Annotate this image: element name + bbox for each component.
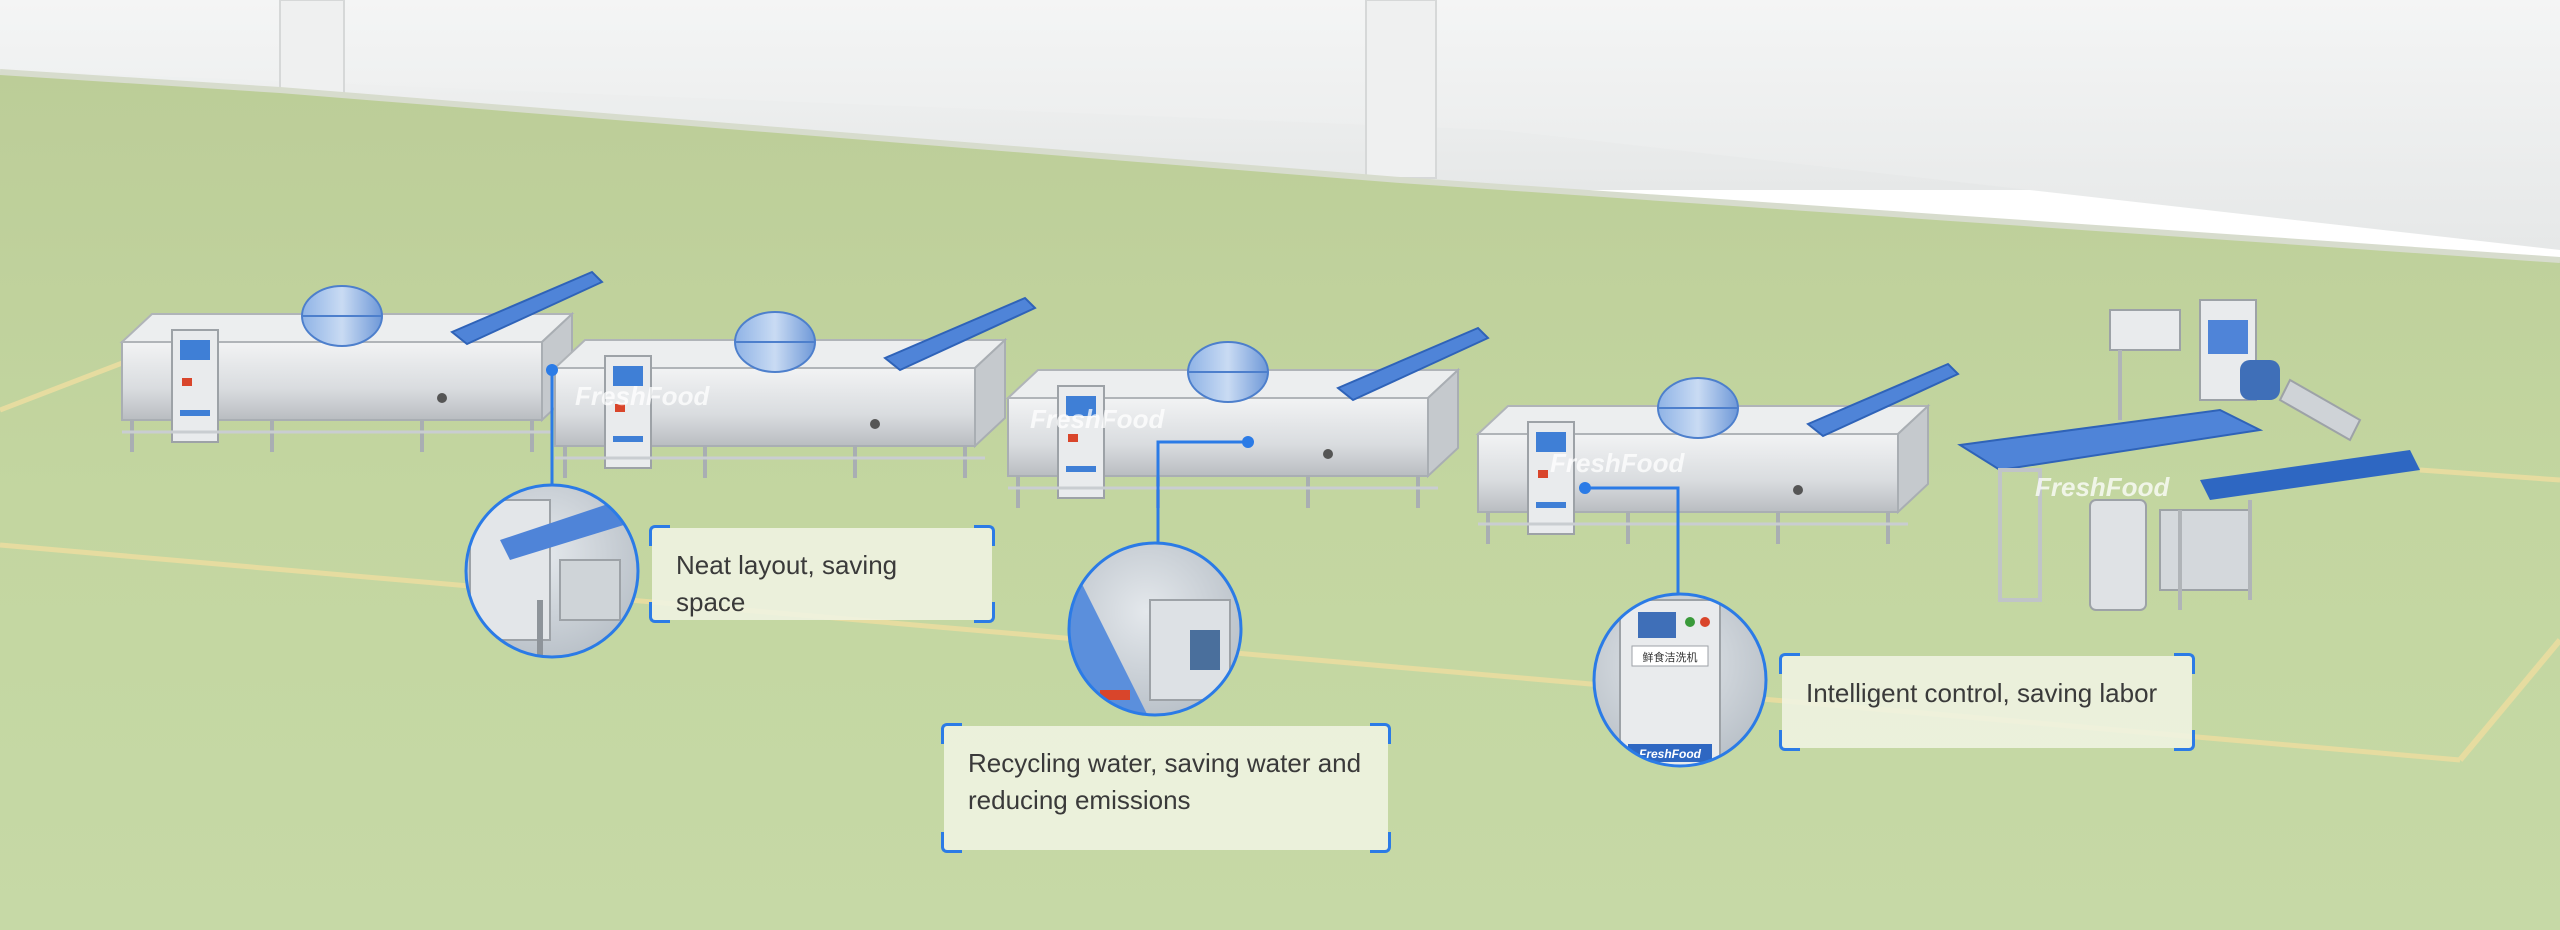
brand-watermark-4: FreshFood: [2035, 472, 2170, 502]
panel-label-text: 鲜食洁洗机: [1643, 650, 1698, 664]
callout-recycling-water-text: Recycling water, saving water and reduci…: [968, 748, 1362, 815]
detail-lens-water: [1067, 541, 1243, 717]
brand-watermark-2: FreshFood: [1030, 404, 1165, 434]
callout-neat-layout-text: Neat layout, saving space: [676, 550, 898, 617]
detail-lens-control: 鲜食洁洗机 FreshFood: [1592, 592, 1768, 768]
panel-brand-text: FreshFood: [1639, 747, 1702, 761]
callout-neat-layout: Neat layout, saving space: [649, 525, 995, 623]
grading-station: [1957, 299, 2420, 611]
brand-watermark-1: FreshFood: [575, 381, 710, 411]
brand-watermark-3: FreshFood: [1550, 448, 1685, 478]
detail-lens-layout: [464, 483, 640, 659]
callout-intelligent-control: Intelligent control, saving labor: [1779, 653, 2195, 751]
callout-recycling-water: Recycling water, saving water and reduci…: [941, 723, 1391, 853]
callout-intelligent-control-text: Intelligent control, saving labor: [1806, 678, 2158, 708]
leader-lines: [546, 364, 1680, 594]
